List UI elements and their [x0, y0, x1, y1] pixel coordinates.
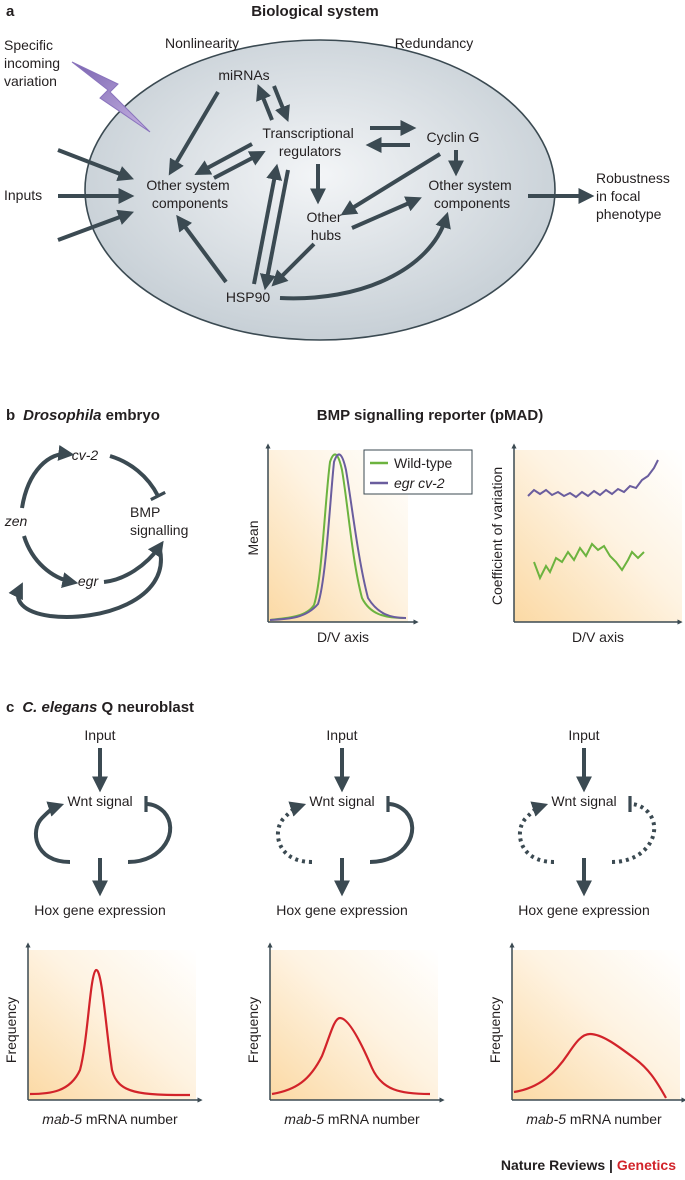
- mean-x-label: D/V axis: [317, 629, 369, 645]
- lightning-icon: [71, 61, 151, 133]
- positive-loop-2-dashed: [275, 801, 313, 864]
- panel-a-arrows: [57, 84, 595, 301]
- hox-label-2: Hox gene expression: [276, 902, 408, 918]
- other-hubs-node: Other hubs: [307, 209, 346, 243]
- legend-mutant-label: egr cv-2: [394, 475, 445, 491]
- zen-node: zen: [4, 513, 28, 529]
- journal-footer: Nature Reviews | Genetics: [501, 1157, 676, 1173]
- egr-to-bmp-arrow: [103, 540, 164, 584]
- other-components-right-node: Other system components: [428, 177, 515, 211]
- dist-2-x-label: mab-5 mRNA number: [284, 1111, 420, 1127]
- hsp90-node: HSP90: [226, 289, 271, 305]
- cov-y-label: Coefficient of variation: [489, 467, 505, 605]
- cov-x-label: D/V axis: [572, 629, 624, 645]
- distribution-chart-3: Frequency mab-5 mRNA number: [487, 942, 685, 1127]
- hubs-to-hsp90-arrow: [271, 242, 316, 287]
- inputs-label: Inputs: [4, 187, 42, 203]
- bmp-to-egr-loop-arrow: [8, 549, 163, 619]
- legend-box: [363, 449, 473, 495]
- input-label-3: Input: [568, 727, 599, 743]
- hsp90-to-other-right-arrow: [279, 211, 451, 301]
- dist-1-curve: [29, 968, 191, 1097]
- input-label-1: Input: [84, 727, 115, 743]
- dist-3-x-label: mab-5 mRNA number: [526, 1111, 662, 1127]
- distribution-3-background: [512, 950, 680, 1100]
- tr-to-other-left-arrow: [194, 142, 253, 176]
- transcriptional-regulators-node: Transcriptional regulators: [262, 125, 357, 159]
- dist-3-curve: [513, 1032, 667, 1099]
- cyclin-to-hubs-arrow: [340, 152, 442, 216]
- hox-label-1: Hox gene expression: [34, 902, 166, 918]
- tr-to-hsp90-arrow: [259, 169, 290, 291]
- cyclin-g-node: Cyclin G: [427, 129, 480, 145]
- wnt-signal-label-3: Wnt signal: [551, 793, 616, 809]
- specific-variation-label: Specific incoming variation: [4, 37, 64, 89]
- egr-node: egr: [78, 573, 100, 589]
- redundancy-label: Redundancy: [395, 35, 474, 51]
- circuit-column-1: Input Wnt signal Hox gene expression: [33, 727, 173, 918]
- wnt-signal-label-1: Wnt signal: [67, 793, 132, 809]
- distribution-2-background: [270, 950, 438, 1100]
- negative-loop-3-dashed: [611, 804, 657, 864]
- wildtype-mean-curve: [269, 453, 405, 621]
- circuit-column-3: Input Wnt signal Hox gene expression: [517, 727, 657, 918]
- mirnas-to-tr-arrow: [272, 85, 290, 122]
- mutant-cov-line: [527, 459, 659, 499]
- cv2-inhibits-bmp: [109, 454, 158, 496]
- input-arrow-bottom: [57, 209, 134, 242]
- other-left-to-tr-arrow: [213, 151, 266, 180]
- bmp-signalling-node: BMP signalling: [130, 504, 188, 538]
- hsp90-to-tr-arrow: [252, 163, 283, 285]
- mutant-mean-curve: [269, 453, 407, 621]
- distribution-1-background: [28, 950, 196, 1100]
- dist-3-y-label: Frequency: [487, 997, 503, 1063]
- circuit-column-2: Input Wnt signal Hox gene expression: [275, 727, 415, 918]
- panel-a: a Biological system Nonlinearity Redunda…: [4, 3, 674, 341]
- hsp90-to-other-left-arrow: [176, 214, 228, 284]
- nonlinearity-label: Nonlinearity: [165, 35, 239, 51]
- mean-chart: Mean D/V axis Wild-type egr cv-2: [245, 443, 473, 645]
- panel-a-title: Biological system: [251, 3, 379, 20]
- mirnas-node: miRNAs: [218, 67, 269, 83]
- dist-2-curve: [271, 1016, 431, 1096]
- tr-to-mirnas-arrow: [256, 84, 274, 121]
- dist-1-x-label: mab-5 mRNA number: [42, 1111, 178, 1127]
- dist-2-y-label: Frequency: [245, 997, 261, 1063]
- zen-to-cv2-arrow: [20, 444, 75, 509]
- cov-chart-background: [514, 450, 682, 622]
- wildtype-cov-line: [533, 542, 645, 581]
- positive-loop-1: [33, 801, 71, 864]
- zen-to-egr-arrow: [22, 535, 79, 588]
- mirnas-to-other-arrow: [168, 90, 220, 176]
- input-label-2: Input: [326, 727, 357, 743]
- hox-label-3: Hox gene expression: [518, 902, 650, 918]
- cov-chart: Coefficient of variation D/V axis: [489, 443, 683, 645]
- negative-loop-2: [369, 804, 415, 864]
- input-arrow-top: [57, 148, 134, 182]
- hubs-to-other-right-arrow: [351, 196, 422, 230]
- distribution-chart-2: Frequency mab-5 mRNA number: [245, 942, 445, 1127]
- other-components-left-node: Other system components: [146, 177, 233, 211]
- mean-y-label: Mean: [245, 520, 261, 555]
- robustness-label: Robustness in focal phenotype: [596, 170, 674, 222]
- dist-1-y-label: Frequency: [3, 997, 19, 1063]
- cv2-node: cv-2: [72, 447, 99, 463]
- panel-a-letter: a: [6, 3, 15, 20]
- reporter-title: BMP signalling reporter (pMAD): [317, 407, 543, 424]
- negative-loop-1: [127, 804, 173, 864]
- wnt-signal-label-2: Wnt signal: [309, 793, 374, 809]
- panel-b-circuit-arrows: [8, 444, 164, 619]
- legend-wildtype-label: Wild-type: [394, 455, 453, 471]
- positive-loop-3-dashed: [517, 801, 555, 864]
- distribution-chart-1: Frequency mab-5 mRNA number: [3, 942, 203, 1127]
